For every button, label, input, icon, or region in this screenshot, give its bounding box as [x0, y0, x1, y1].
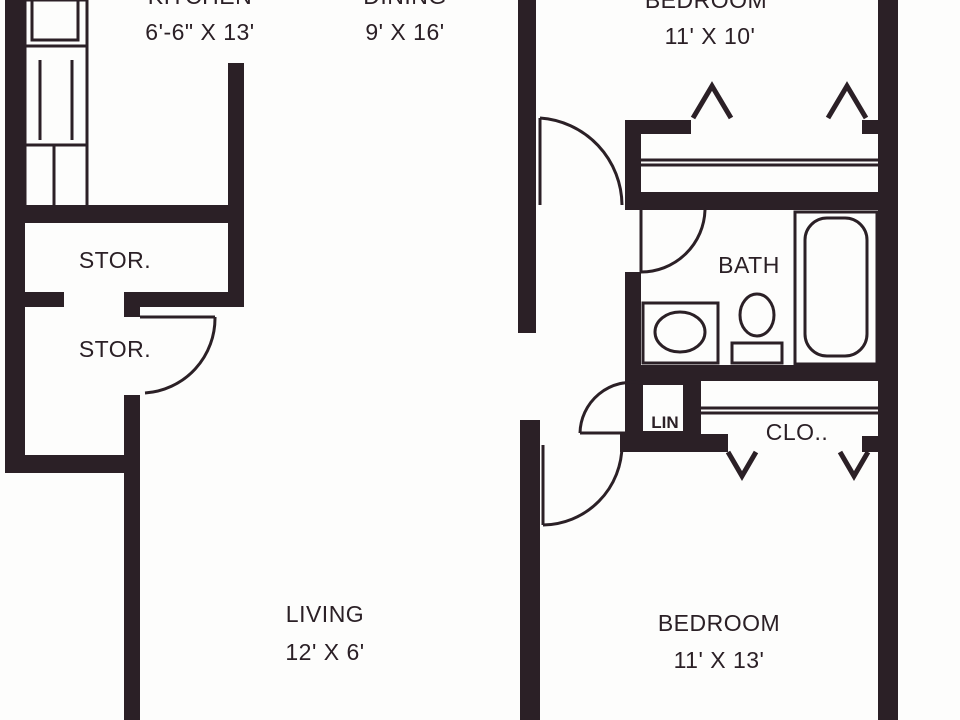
stor-1-label: STOR.: [79, 247, 151, 273]
top-bedroom-door: [538, 116, 624, 206]
bedroom-top-size: 11' X 10': [665, 23, 756, 49]
top-closet: [625, 81, 878, 210]
right-exterior-wall: [878, 0, 898, 720]
living-label: LIVING: [286, 601, 364, 627]
bedroom-top-label: BEDROOM: [645, 0, 767, 13]
kitchen-counter: [23, 0, 89, 205]
lin-label: LIN: [651, 413, 678, 432]
bedroom-bottom-size: 11' X 13': [674, 647, 765, 673]
kitchen-label: KITCHEN: [148, 0, 252, 9]
lin-clo-block: [578, 380, 878, 481]
stor-door: [140, 315, 217, 395]
bath-block: [625, 209, 879, 442]
living-size: 12' X 6': [285, 639, 364, 665]
kitchen-size: 6'-6" X 13': [145, 19, 254, 45]
stor-2-label: STOR.: [79, 336, 151, 362]
walls: [5, 0, 244, 720]
bath-label: BATH: [718, 252, 780, 278]
bedroom-bottom-label: BEDROOM: [658, 610, 780, 636]
center-walls: [518, 0, 540, 720]
bottom-bedroom-door: [541, 444, 624, 527]
clo-label: CLO..: [766, 419, 829, 445]
dining-label: DINING: [363, 0, 447, 9]
room-labels: KITCHEN 6'-6" X 13' DINING 9' X 16' BEDR…: [79, 0, 828, 673]
dining-size: 9' X 16': [365, 19, 444, 45]
